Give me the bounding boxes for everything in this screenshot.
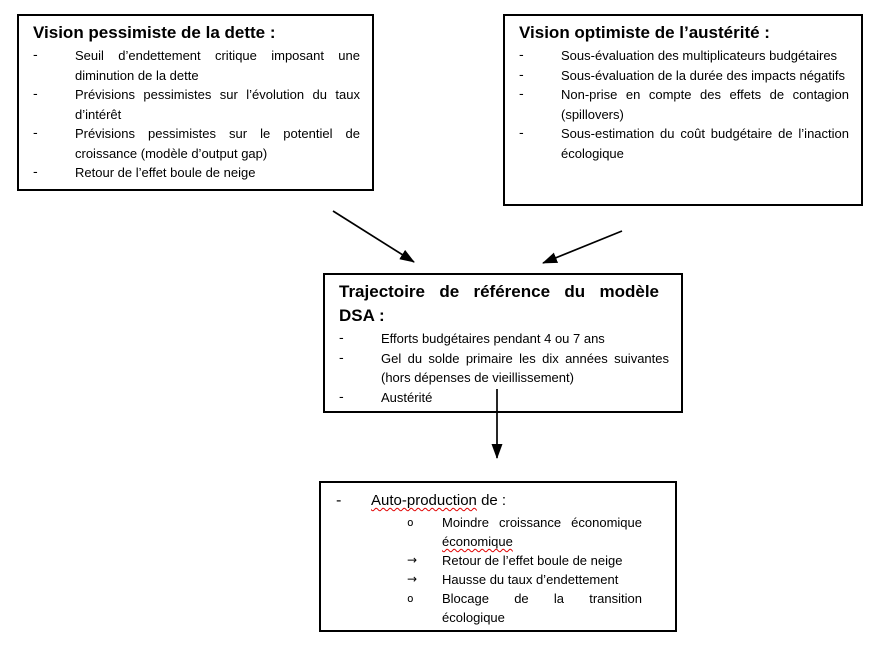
sub-list-item-text: Blocage de la transition écologique xyxy=(442,591,642,625)
dash-bullet: - xyxy=(339,331,344,346)
auto-production-title-row: - Auto-production de : xyxy=(329,488,663,513)
dash-bullet: - xyxy=(33,87,38,102)
list-item: - Seuil d’endettement critique imposant … xyxy=(33,46,360,85)
list-item: - Austérité xyxy=(339,388,669,408)
dash-bullet: - xyxy=(33,126,38,141)
list-item-text: Gel du solde primaire les dix années sui… xyxy=(381,350,669,386)
dash-bullet: - xyxy=(519,67,524,83)
box-auto-production-title: Auto-production de : xyxy=(371,488,506,513)
list-item: - Gel du solde primaire les dix années s… xyxy=(339,349,669,388)
box-vision-pessimiste-title: Vision pessimiste de la dette : xyxy=(33,23,276,42)
list-item: - Sous-évaluation des multiplicateurs bu… xyxy=(519,46,849,66)
box-trajectoire-dsa: Trajectoire de référence du modèle DSA :… xyxy=(323,273,683,413)
dash-bullet: - xyxy=(336,491,342,509)
list-item-text: Sous-évaluation de la durée des impacts … xyxy=(561,67,846,83)
dash-bullet: - xyxy=(339,350,344,366)
list-item-text: Seuil d’endettement critique imposant un… xyxy=(75,48,360,83)
list-item: - Non-prise en compte des effets de cont… xyxy=(519,85,849,124)
sub-list-item: → Retour de l’effet boule de neige xyxy=(329,551,663,570)
misspelled-word: économique xyxy=(442,534,513,549)
sub-list-item: o Blocage de la transition écologique xyxy=(329,589,663,627)
list-item-text: Sous-évaluation des multiplicateurs budg… xyxy=(561,48,838,63)
list-item-text: Prévisions pessimistes sur l’évolution d… xyxy=(75,87,360,122)
sub-list-item: o Moindre croissance économique économiq… xyxy=(329,513,663,551)
sub-list-item-text: Retour de l’effet boule de neige xyxy=(442,553,623,568)
box-vision-optimiste: Vision optimiste de l’austérité : - Sous… xyxy=(503,14,863,206)
list-item: - Prévisions pessimistes sur le potentie… xyxy=(33,124,360,163)
arrow-optimist-to-dsa xyxy=(542,230,623,264)
box-vision-pessimiste: Vision pessimiste de la dette : - Seuil … xyxy=(17,14,374,191)
dash-bullet: - xyxy=(519,87,524,102)
box-auto-production: - Auto-production de : o Moindre croissa… xyxy=(319,481,677,632)
misspelled-word: Auto-production xyxy=(371,492,477,509)
dash-bullet: - xyxy=(519,48,524,63)
box-trajectoire-dsa-title: Trajectoire de référence du modèle DSA : xyxy=(339,282,659,325)
list-item-text: Austérité xyxy=(381,389,433,405)
list-item-text: Retour de l’effet boule de neige xyxy=(75,165,256,180)
circle-bullet: o xyxy=(407,592,414,605)
box-vision-optimiste-title: Vision optimiste de l’austérité : xyxy=(519,23,770,42)
list-item-text: Non-prise en compte des effets de contag… xyxy=(561,87,849,122)
list-item-text: Efforts budgétaires pendant 4 ou 7 ans xyxy=(381,331,605,346)
list-item: - Prévisions pessimistes sur l’évolution… xyxy=(33,85,360,124)
list-item: - Sous-estimation du coût budgétaire de … xyxy=(519,124,849,163)
dash-bullet: - xyxy=(339,389,344,405)
dash-bullet: - xyxy=(519,126,524,141)
dash-bullet: - xyxy=(33,48,38,63)
list-item: - Efforts budgétaires pendant 4 ou 7 ans xyxy=(339,329,669,349)
arrow-bullet: → xyxy=(407,553,418,567)
list-item-text: Prévisions pessimistes sur le potentiel … xyxy=(75,126,360,161)
sub-list-item: → Hausse du taux d’endettement xyxy=(329,570,663,589)
sub-list-item-text: Hausse du taux d’endettement xyxy=(442,572,619,587)
sub-list-item-text: Moindre croissance économique économique xyxy=(442,515,642,549)
title-rest: de : xyxy=(476,492,507,509)
arrow-pessimist-to-dsa xyxy=(332,210,415,263)
circle-bullet: o xyxy=(407,516,414,529)
list-item: - Retour de l’effet boule de neige xyxy=(33,163,360,183)
arrow-bullet: → xyxy=(407,572,418,586)
dash-bullet: - xyxy=(33,165,38,180)
list-item: - Sous-évaluation de la durée des impact… xyxy=(519,66,849,86)
list-item-text: Sous-estimation du coût budgétaire de l’… xyxy=(561,126,849,161)
